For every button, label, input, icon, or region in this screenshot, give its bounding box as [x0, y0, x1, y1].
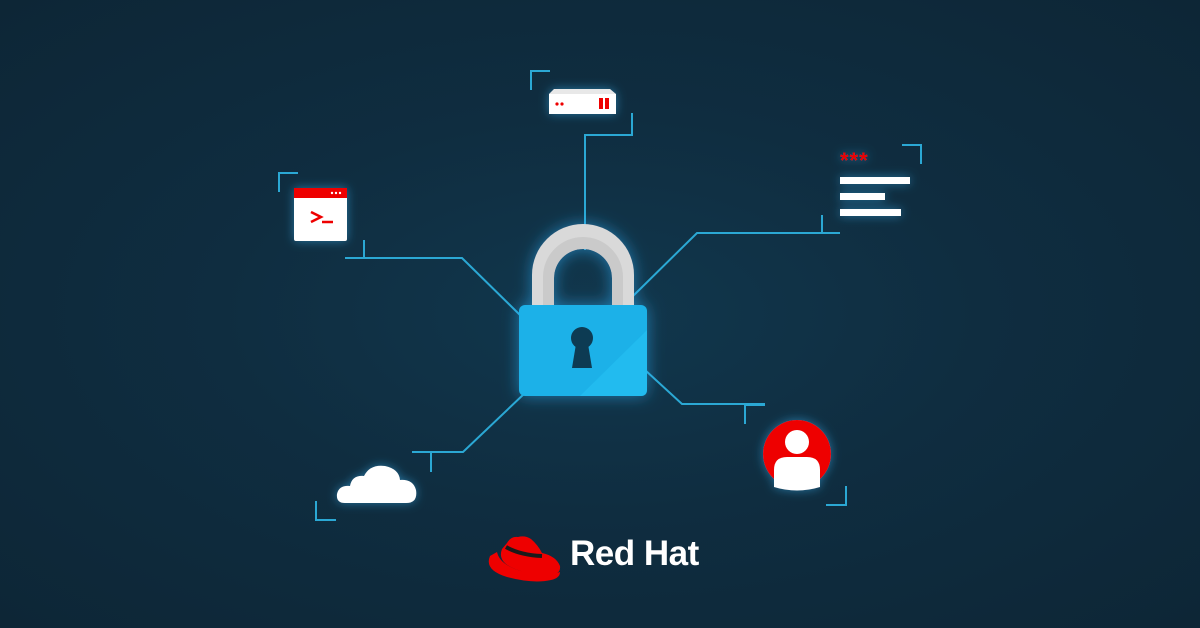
brand-wordmark: Red Hat: [570, 534, 699, 573]
connector-cloud: [412, 392, 526, 453]
user-avatar-icon: [763, 420, 831, 491]
svg-text:***: ***: [840, 148, 869, 173]
connector-server: [584, 113, 633, 250]
connector-terminal: [345, 257, 521, 316]
corner-brackets: [278, 70, 922, 521]
server-appliance-icon: [549, 89, 616, 114]
cloud-icon: [336, 465, 417, 503]
red-fedora-hat-icon: [488, 536, 561, 582]
terminal-window-icon: [294, 188, 347, 241]
padlock-icon: [519, 224, 647, 396]
password-form-icon: ***: [840, 148, 910, 216]
connector-user: [644, 369, 765, 405]
connector-password: [631, 232, 840, 298]
connector-lines: [345, 113, 840, 472]
